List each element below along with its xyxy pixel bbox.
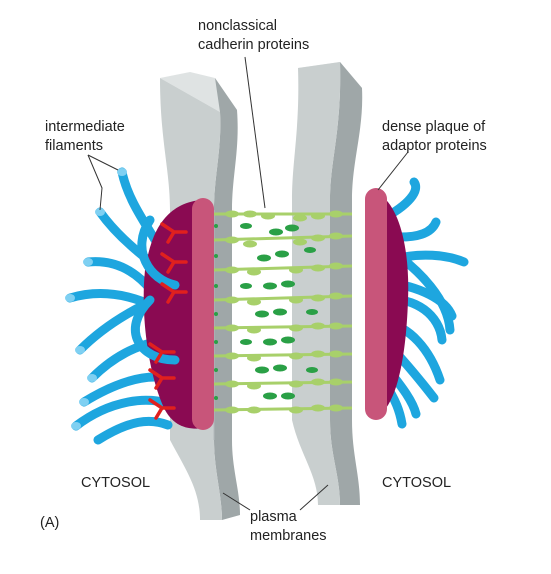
cadherin-proteins	[213, 210, 353, 414]
label-right-line1: dense plaque of	[382, 119, 486, 135]
label-panel: (A)	[40, 515, 59, 531]
label-cytosol-right: CYTOSOL	[382, 475, 451, 491]
left-dense-plaque	[143, 198, 214, 430]
label-bottom-line1: plasma	[250, 509, 298, 525]
label-top-line1: nonclassical	[198, 18, 277, 34]
label-right-line2: adaptor proteins	[382, 138, 487, 154]
adaptor-proteins	[148, 222, 188, 420]
left-filament-loops	[130, 215, 180, 365]
label-bottom-line2: membranes	[250, 528, 327, 544]
membrane-anchor-dots	[214, 224, 218, 400]
cadherin-domains	[225, 210, 343, 414]
leader-lines	[87, 56, 409, 511]
left-filament-ends	[65, 168, 127, 430]
right-plasma-membrane	[292, 62, 363, 505]
labels: nonclassical cadherin proteins intermedi…	[40, 18, 487, 544]
label-left-line2: filaments	[45, 138, 103, 154]
cadherin-dark-domains	[240, 223, 318, 400]
label-left-line1: intermediate	[45, 119, 125, 135]
label-cytosol-left: CYTOSOL	[81, 475, 150, 491]
label-top-line2: cadherin proteins	[198, 37, 309, 53]
right-dense-plaque	[365, 188, 409, 420]
